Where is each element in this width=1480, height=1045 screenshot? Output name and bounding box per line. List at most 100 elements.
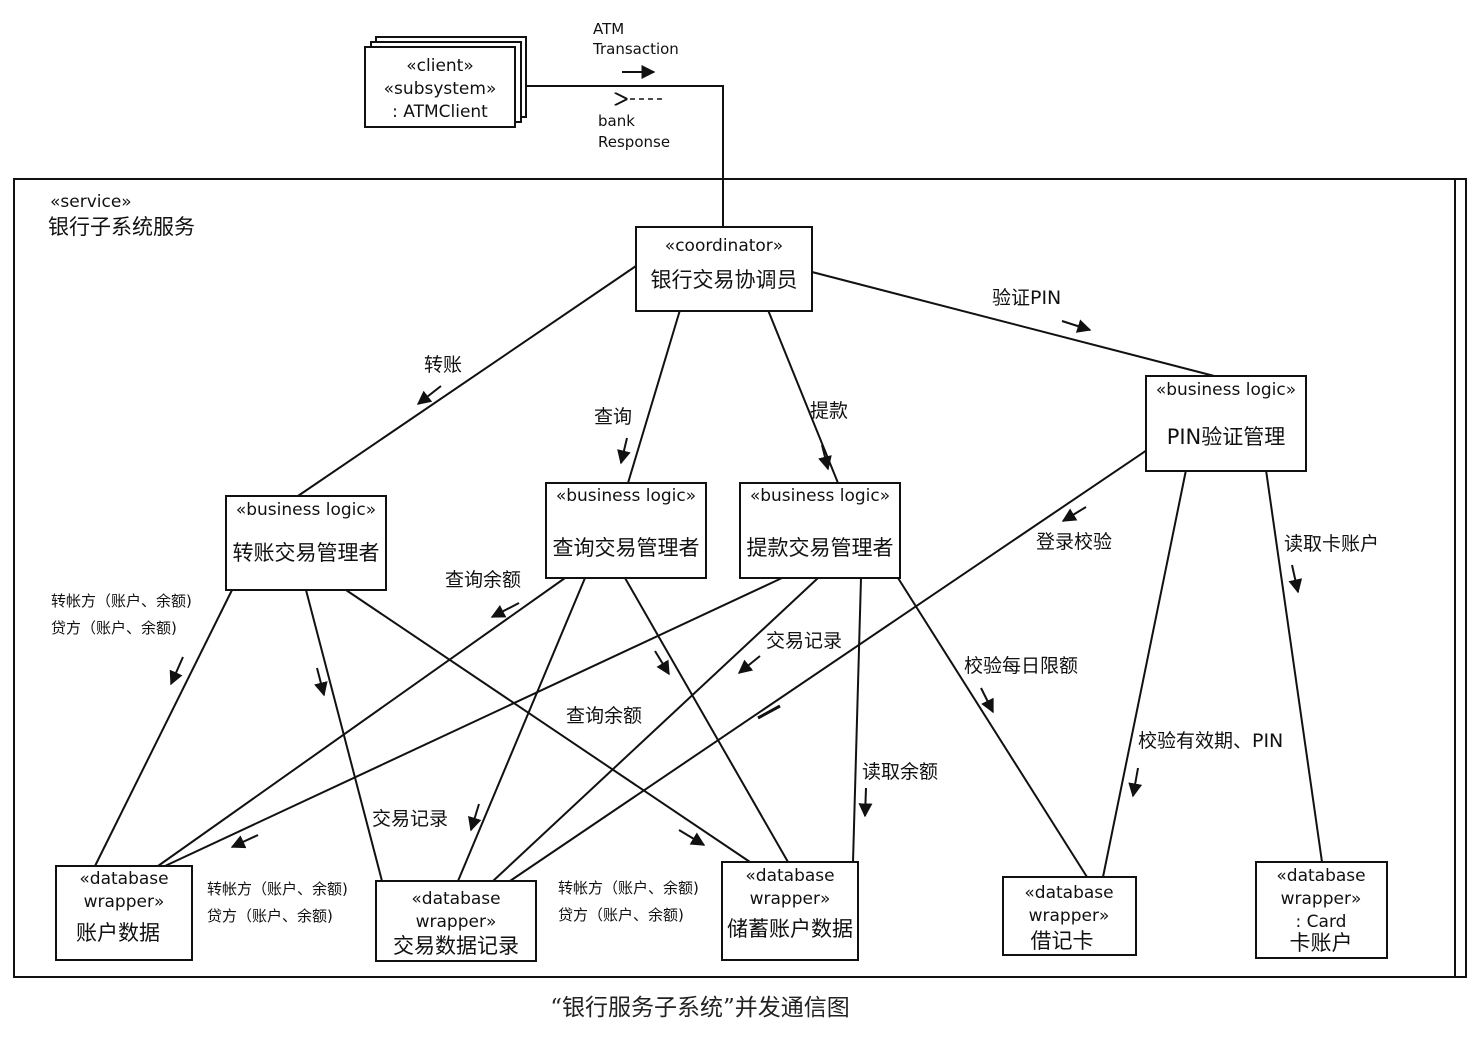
coordinator-name: 银行交易协调员 xyxy=(651,268,798,292)
withdraw-savings-link xyxy=(852,577,862,863)
debit-credit-b-line1: 转帐方（账户、余额) xyxy=(207,880,348,898)
bank-response-label-1: bank xyxy=(598,112,635,130)
query-balance-arrow-2 xyxy=(654,650,670,676)
login-check-arrow xyxy=(1061,506,1087,522)
tx-log-stereotype-1: «database xyxy=(411,889,500,909)
tx-record-label-2: 交易记录 xyxy=(372,808,448,830)
transfer-txlog-arrow xyxy=(314,667,328,697)
coord-pin-link xyxy=(811,271,1223,379)
query-manager-name: 查询交易管理者 xyxy=(553,536,700,560)
bank-response-label-2: Response xyxy=(598,133,670,151)
debit-credit-a-line2: 贷方（账户、余额) xyxy=(51,619,177,637)
transfer-manager-name: 转账交易管理者 xyxy=(233,541,380,565)
service-name: 银行子系统服务 xyxy=(48,215,195,239)
read-balance-label: 读取余额 xyxy=(862,761,938,783)
withdraw-txlog-link xyxy=(492,577,819,882)
read-card-account-arrow xyxy=(1288,564,1303,594)
transfer-manager-stereotype: «business logic» xyxy=(236,500,376,520)
withdraw-label: 提款 xyxy=(810,400,848,422)
debit-credit-a-line1: 转帐方（账户、余额) xyxy=(51,592,192,610)
debit-credit-c-line2: 贷方（账户、余额) xyxy=(558,906,684,924)
withdraw-debit-link xyxy=(897,577,1088,878)
check-daily-limit-label: 校验每日限额 xyxy=(964,655,1078,677)
savings-stereotype-1: «database xyxy=(745,866,834,886)
pin-debit-link xyxy=(1102,469,1187,878)
tx-record-label-1: 交易记录 xyxy=(766,630,842,652)
account-data-box: «database wrapper» 账户数据 xyxy=(55,865,193,961)
read-card-account-label: 读取卡账户 xyxy=(1284,533,1379,555)
client-subsystem: «client» «subsystem» : ATMClient xyxy=(364,36,527,128)
tx-record-arrow-2 xyxy=(468,803,482,832)
card-stereotype-2: wrapper» xyxy=(1281,889,1362,909)
card-stereotype-1: «database xyxy=(1276,866,1365,886)
pin-manager-name: PIN验证管理 xyxy=(1167,425,1286,449)
account-data-stereotype-1: «database xyxy=(79,869,168,889)
transfer-savings-link xyxy=(345,589,751,863)
tx-record-arrow-1 xyxy=(737,655,761,674)
connectors xyxy=(94,85,1323,882)
debit-stereotype-2: wrapper» xyxy=(1029,906,1110,926)
tx-log-stereotype-2: wrapper» xyxy=(416,912,497,932)
savings-stereotype-2: wrapper» xyxy=(750,889,831,909)
query-balance-label-2: 查询余额 xyxy=(566,705,642,727)
query-savings-link xyxy=(624,577,789,863)
pin-card-link xyxy=(1265,469,1323,863)
query-balance-arrow-1 xyxy=(490,602,520,618)
pin-manager-stereotype: «business logic» xyxy=(1156,380,1296,400)
transfer-account-link xyxy=(94,589,233,867)
debit-card-box: «database wrapper» 借记卡 xyxy=(1002,876,1137,956)
transfer-manager-box: «business logic» 转账交易管理者 xyxy=(225,495,387,591)
stray-mark xyxy=(757,704,781,720)
savings-box: «database wrapper» 储蓄账户数据 xyxy=(721,861,859,961)
query-manager-stereotype: «business logic» xyxy=(556,486,696,506)
withdraw-arrow xyxy=(818,444,832,471)
debit-credit-b-arrow xyxy=(230,834,259,849)
atm-transaction-label-1: ATM xyxy=(593,20,624,38)
tx-log-box: «database wrapper» 交易数据记录 xyxy=(375,880,537,962)
withdraw-manager-box: «business logic» 提款交易管理者 xyxy=(739,482,901,579)
verify-pin-label: 验证PIN xyxy=(992,287,1061,309)
query-manager-box: «business logic» 查询交易管理者 xyxy=(545,482,707,579)
debit-credit-a-arrow xyxy=(169,656,184,686)
client-stereotype: «client» xyxy=(406,56,474,76)
check-expiry-pin-label: 校验有效期、PIN xyxy=(1138,730,1283,752)
debit-credit-b-line2: 贷方（账户、余额) xyxy=(207,907,333,925)
withdraw-manager-stereotype: «business logic» xyxy=(750,486,890,506)
card-name: 卡账户 xyxy=(1290,931,1353,955)
debit-stereotype-1: «database xyxy=(1024,883,1113,903)
service-stereotype: «service» xyxy=(50,192,132,212)
query-balance-label-1: 查询余额 xyxy=(445,569,521,591)
query-txlog-link xyxy=(457,577,586,882)
tx-log-name: 交易数据记录 xyxy=(393,934,519,958)
account-data-stereotype-2: wrapper» xyxy=(84,892,165,912)
login-check-label: 登录校验 xyxy=(1036,531,1112,553)
withdraw-manager-name: 提款交易管理者 xyxy=(747,536,894,560)
pin-manager-box: «business logic» PIN验证管理 xyxy=(1145,375,1307,472)
query-label: 查询 xyxy=(594,406,632,428)
check-daily-limit-arrow xyxy=(980,687,994,714)
coord-transfer-link xyxy=(294,265,637,499)
atm-transaction-label-2: Transaction xyxy=(592,40,679,58)
withdraw-account-link xyxy=(164,577,783,867)
client-name: : ATMClient xyxy=(392,102,488,122)
subsystem-stereotype: «subsystem» xyxy=(384,79,497,99)
debit-credit-c-arrow xyxy=(678,829,706,846)
coord-query-link xyxy=(627,309,681,484)
query-account-link xyxy=(157,577,566,867)
pin-txlog-link xyxy=(509,449,1148,882)
service-frame xyxy=(13,178,1467,978)
query-arrow xyxy=(617,437,631,465)
coord-withdraw-link xyxy=(767,309,839,484)
coordinator-stereotype: «coordinator» xyxy=(665,236,783,256)
debit-credit-c-line1: 转帐方（账户、余额) xyxy=(558,879,699,897)
read-balance-arrow xyxy=(858,787,873,818)
coordinator-box: «coordinator» 银行交易协调员 xyxy=(635,226,813,312)
savings-name: 储蓄账户数据 xyxy=(727,917,853,941)
debit-name: 借记卡 xyxy=(1031,929,1094,953)
check-expiry-pin-arrow xyxy=(1128,767,1143,798)
account-data-name: 账户数据 xyxy=(76,921,160,945)
transfer-arrow xyxy=(416,385,442,405)
transfer-label: 转账 xyxy=(424,354,462,376)
card-stereotype-3: : Card xyxy=(1296,912,1347,932)
